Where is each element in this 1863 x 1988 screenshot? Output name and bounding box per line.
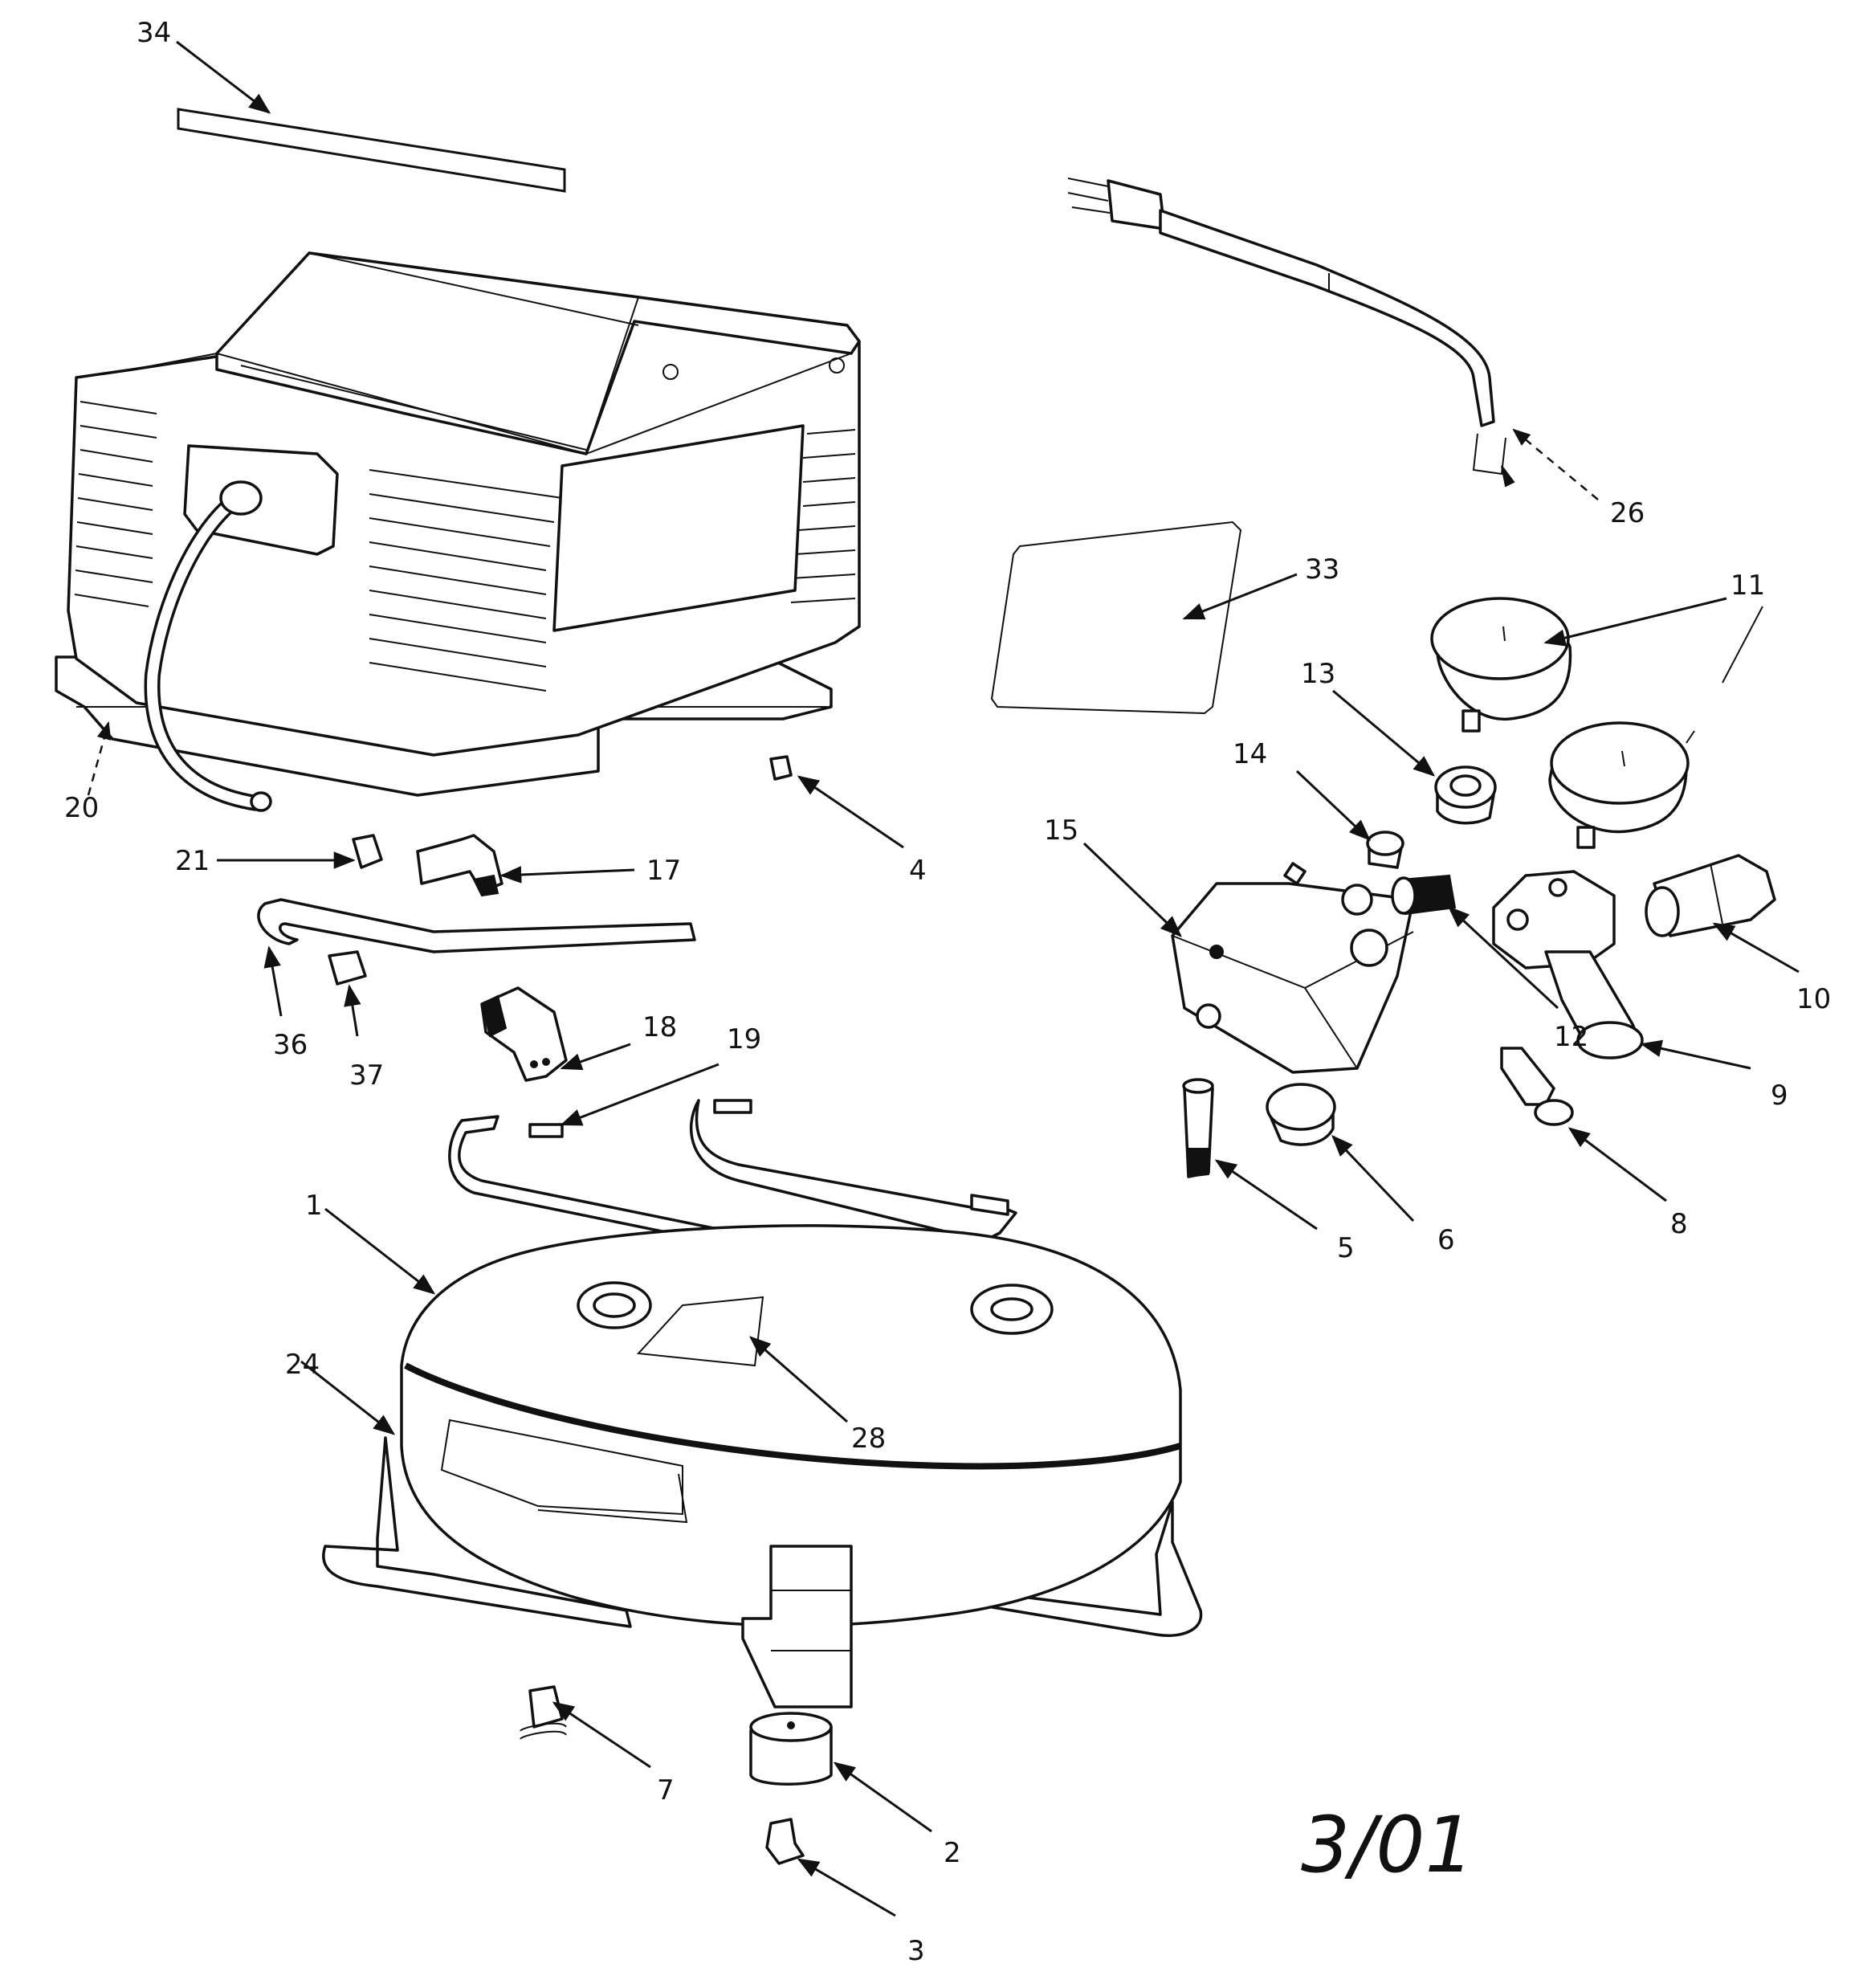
part-5-nipple — [1182, 1078, 1214, 1178]
part-37-nut — [328, 950, 367, 986]
callout-33: 33 — [1305, 553, 1339, 586]
part-21-nut — [352, 834, 383, 869]
part-1-tank — [322, 1224, 1203, 1708]
callout-37: 37 — [349, 1059, 384, 1092]
part-13-plug — [1434, 765, 1497, 825]
callout-2: 2 — [944, 1837, 961, 1869]
callout-7: 7 — [657, 1774, 675, 1806]
callout-12: 12 — [1554, 1021, 1588, 1053]
part-17-elbow — [416, 834, 503, 897]
callout-3: 3 — [907, 1935, 925, 1967]
part-12-nipple — [1391, 874, 1457, 916]
part-4-screw — [769, 755, 793, 781]
part-8-safety-valve — [1500, 1047, 1574, 1126]
callout-24: 24 — [285, 1349, 320, 1381]
part-2-rubber-foot — [749, 1712, 833, 1786]
part-3-bolt — [765, 1818, 805, 1865]
callout-34: 34 — [137, 17, 171, 49]
part-18-check-valve — [480, 986, 568, 1082]
callout-labels: 34 26 33 11 13 14 15 20 21 17 4 36 37 18… — [64, 17, 1831, 1967]
callout-11: 11 — [1731, 569, 1765, 602]
part-11-gauges — [1430, 597, 1690, 849]
callout-15: 15 — [1044, 814, 1078, 847]
callout-4: 4 — [909, 855, 927, 887]
part-33-decal — [990, 520, 1242, 715]
callout-5: 5 — [1337, 1232, 1355, 1264]
callout-21: 21 — [175, 845, 210, 877]
callout-9: 9 — [1771, 1080, 1788, 1112]
callout-26: 26 — [1610, 497, 1645, 529]
callout-1: 1 — [305, 1190, 323, 1222]
callout-8: 8 — [1670, 1208, 1688, 1240]
callout-6: 6 — [1437, 1224, 1455, 1256]
shroud-cover — [55, 251, 861, 812]
part-7-drain-valve — [520, 1685, 567, 1740]
part-6-plug — [1266, 1083, 1336, 1146]
callout-36: 36 — [273, 1029, 308, 1061]
date-mark: 3/01 — [1301, 1800, 1474, 1890]
callout-20: 20 — [64, 792, 99, 824]
part-14-bushing — [1366, 831, 1404, 869]
callout-18: 18 — [642, 1011, 677, 1043]
part-10-coupler — [1645, 854, 1776, 937]
callout-17: 17 — [646, 855, 681, 887]
part-34-label-sheet — [177, 108, 566, 193]
callout-14: 14 — [1233, 738, 1267, 770]
callout-28: 28 — [851, 1423, 886, 1455]
part-36-tube — [257, 898, 696, 953]
leader-lines — [87, 40, 1800, 1917]
callout-19: 19 — [727, 1023, 761, 1055]
part-9-regulator — [1492, 870, 1644, 1059]
part-26-power-cord — [1067, 178, 1515, 488]
part-15-pressure-switch — [1171, 862, 1415, 1074]
callout-13: 13 — [1301, 658, 1335, 690]
callout-10: 10 — [1796, 983, 1831, 1015]
